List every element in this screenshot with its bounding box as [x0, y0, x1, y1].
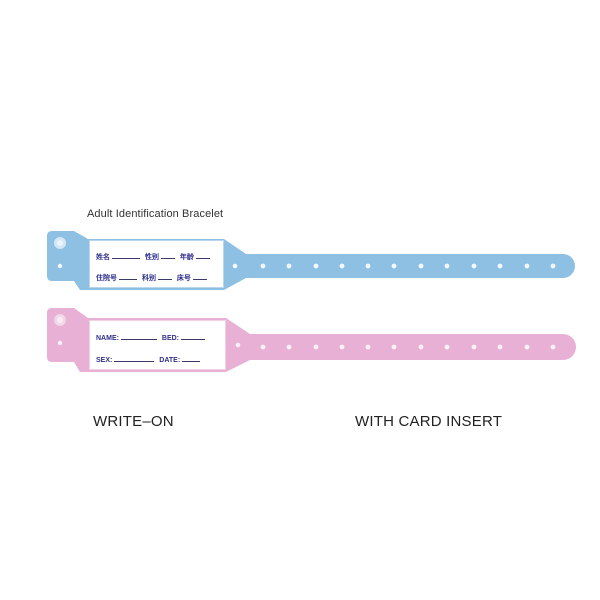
write-line[interactable] [195, 251, 210, 259]
field-label: SEX: [96, 357, 113, 364]
write-line[interactable] [181, 332, 206, 340]
field-label: 床号 [176, 275, 191, 282]
write-line[interactable] [120, 332, 157, 340]
field-label: DATE: [159, 357, 181, 364]
head-hole-icon [232, 263, 238, 269]
field-label: NAME: [96, 335, 119, 342]
write-line[interactable] [160, 251, 175, 259]
write-line[interactable] [114, 354, 155, 362]
write-line[interactable] [157, 272, 172, 280]
caption-write-on: WRITE–ON [93, 413, 174, 430]
card-row-1: 姓名 性别 年龄 [96, 251, 213, 262]
card-row-1: NAME: BED: [96, 332, 208, 342]
card-row-2: 住院号 科别 床号 [96, 272, 210, 283]
write-line[interactable] [119, 272, 137, 280]
field-label: BED: [161, 335, 180, 342]
write-line[interactable] [192, 272, 207, 280]
field-label: 年龄 [179, 254, 194, 261]
head-hole-icon [235, 342, 241, 348]
field-label: 住院号 [96, 275, 117, 282]
field-label: 性别 [144, 254, 159, 261]
caption-card-insert: WITH CARD INSERT [355, 413, 503, 430]
field-label: 科别 [141, 275, 156, 282]
tab-hole-icon [57, 263, 63, 269]
write-line[interactable] [182, 354, 201, 362]
card-row-2: SEX: DATE: [96, 354, 203, 364]
field-label: 姓名 [96, 254, 110, 261]
pink-write-on-card[interactable]: NAME: BED: SEX: DATE: [89, 320, 226, 370]
write-line[interactable] [112, 251, 140, 259]
blue-write-on-card[interactable]: 姓名 性别 年龄 住院号 科别 床号 [89, 240, 224, 288]
product-title: Adult Identification Bracelet [87, 208, 224, 220]
strap-holes [260, 263, 556, 269]
tab-hole-icon [57, 340, 63, 346]
strap-holes [260, 344, 556, 350]
